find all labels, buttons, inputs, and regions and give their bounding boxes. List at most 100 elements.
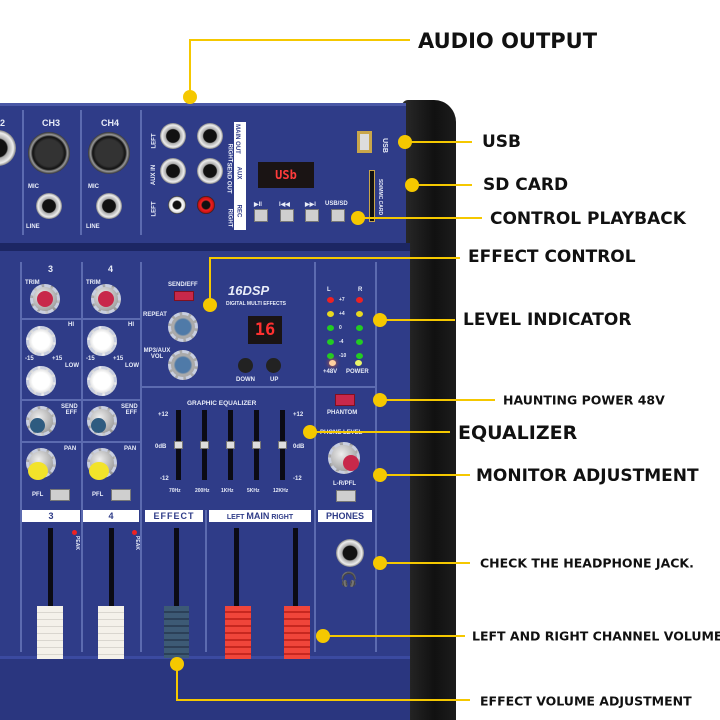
eq-minus12: -12	[160, 476, 169, 482]
eq-plus12: +12	[293, 412, 304, 418]
mp3-aux-vol-knob[interactable]	[168, 350, 198, 380]
main-out-left-jack[interactable]	[160, 123, 186, 149]
effect-volume-fader[interactable]	[164, 606, 189, 658]
eq-title: GRAPHIC EQUALIZER	[187, 400, 257, 407]
eq-0db: 0dB	[155, 444, 167, 450]
divider	[81, 262, 83, 652]
eq-band-label: 200Hz	[195, 488, 210, 494]
play-pause-button[interactable]	[254, 209, 268, 222]
mp3-aux-vol-label: MP3/AUX VOL	[143, 348, 171, 360]
headphone-jack[interactable]	[336, 539, 364, 567]
eq-slider-1khz[interactable]	[226, 441, 235, 449]
line-label: LINE	[86, 224, 100, 230]
meter-l: L	[327, 287, 331, 293]
callout-effect-control: EFFECT CONTROL	[468, 247, 636, 267]
main-right-fader[interactable]	[284, 606, 310, 659]
mic-label: MIC	[88, 184, 99, 190]
phantom-led	[329, 360, 336, 366]
pfl-button-ch3[interactable]	[50, 489, 70, 501]
rec-left-rca[interactable]	[168, 196, 186, 214]
phantom-button[interactable]	[335, 394, 355, 406]
xlr-input-ch3[interactable]	[28, 132, 70, 174]
pfl-button-ch4[interactable]	[111, 489, 131, 501]
front-rail	[0, 656, 410, 720]
main-label: MAIN	[246, 511, 270, 521]
eq-slider-12khz[interactable]	[278, 441, 287, 449]
repeat-knob[interactable]	[168, 312, 198, 342]
send-out-jack[interactable]	[197, 158, 223, 184]
level-led	[356, 353, 363, 359]
line-label: LINE	[26, 224, 40, 230]
fader-track	[234, 528, 239, 608]
peak-led	[132, 530, 137, 535]
send-eff-button[interactable]	[174, 291, 194, 301]
plus48v-label: +48V	[323, 369, 338, 375]
level-label: -10	[339, 353, 347, 359]
fader-track	[174, 528, 179, 608]
dsp-subtitle: DIGITAL MULTI EFFECTS	[226, 301, 286, 307]
sd-card-slot[interactable]	[369, 170, 375, 222]
phantom-label: PHANTOM	[327, 410, 358, 416]
eq-0db: 0dB	[293, 444, 305, 450]
line-input-ch4[interactable]	[96, 193, 122, 219]
lr-pfl-label: L-R/PFL	[333, 481, 356, 487]
next-button[interactable]	[305, 209, 319, 222]
up-button[interactable]	[266, 358, 281, 373]
down-button[interactable]	[238, 358, 253, 373]
rec-right-rca[interactable]	[197, 196, 215, 214]
hi-label: HI	[128, 322, 134, 328]
min-label: -15	[25, 356, 34, 362]
divider	[140, 110, 142, 235]
level-led	[356, 325, 363, 331]
eq-band-label: 12KHz	[273, 488, 289, 494]
xlr-input-ch2[interactable]	[0, 130, 16, 166]
channel-4-fader[interactable]	[98, 606, 124, 659]
eq-band-label: 5KHz	[247, 488, 260, 494]
phone-level-cap	[343, 455, 359, 471]
previous-button[interactable]	[280, 209, 294, 222]
send-eff-title: SEND/EFF	[168, 282, 198, 288]
callout-control-playback: CONTROL PLAYBACK	[490, 209, 686, 229]
hi-eq-knob-ch3[interactable]	[26, 326, 56, 356]
aux-in-jack[interactable]	[160, 158, 186, 184]
power-led	[355, 360, 362, 366]
eq-slider-200hz[interactable]	[200, 441, 209, 449]
channel-3-fader[interactable]	[37, 606, 63, 659]
divider	[22, 110, 24, 235]
eq-plus12: +12	[158, 412, 169, 418]
peak-led	[72, 530, 77, 535]
usb-port[interactable]	[357, 131, 372, 153]
eq-slider-70hz[interactable]	[174, 441, 183, 449]
level-label: +4	[339, 311, 345, 317]
xlr-input-ch4[interactable]	[88, 132, 130, 174]
lr-pfl-button[interactable]	[336, 490, 356, 502]
divider	[140, 262, 142, 652]
divider	[205, 510, 207, 652]
main-out-right-jack[interactable]	[197, 123, 223, 149]
send-eff-label: SEND EFF	[121, 404, 138, 416]
ch4-label: CH4	[101, 118, 120, 128]
hi-eq-knob-ch4[interactable]	[87, 326, 117, 356]
low-eq-knob-ch4[interactable]	[87, 366, 117, 396]
trim-knob-ch4[interactable]	[91, 284, 121, 314]
divider	[22, 399, 140, 401]
main-left-label: LEFT	[226, 514, 245, 521]
line-input-ch3[interactable]	[36, 193, 62, 219]
effect-number-display: 16	[248, 316, 282, 344]
next-label: ▶▶I	[305, 202, 316, 208]
trim-label: TRIM	[25, 280, 40, 286]
play-pause-label: ▶II	[254, 202, 262, 208]
callout-lr-volume: LEFT AND RIGHT CHANNEL VOLUME	[472, 628, 720, 644]
main-strip-label: LEFT MAIN RIGHT	[209, 510, 311, 522]
trim-cap	[37, 291, 53, 307]
usb-sd-button[interactable]	[331, 209, 345, 222]
low-eq-knob-ch3[interactable]	[26, 366, 56, 396]
level-led	[356, 297, 363, 303]
send-eff-cap	[30, 418, 45, 433]
main-left-fader[interactable]	[225, 606, 251, 659]
divider	[142, 386, 314, 388]
channel-4-strip-label: 4	[83, 510, 139, 522]
send-eff-cap	[91, 418, 106, 433]
eq-slider-5khz[interactable]	[252, 441, 261, 449]
main-right-label: RIGHT	[271, 514, 294, 521]
